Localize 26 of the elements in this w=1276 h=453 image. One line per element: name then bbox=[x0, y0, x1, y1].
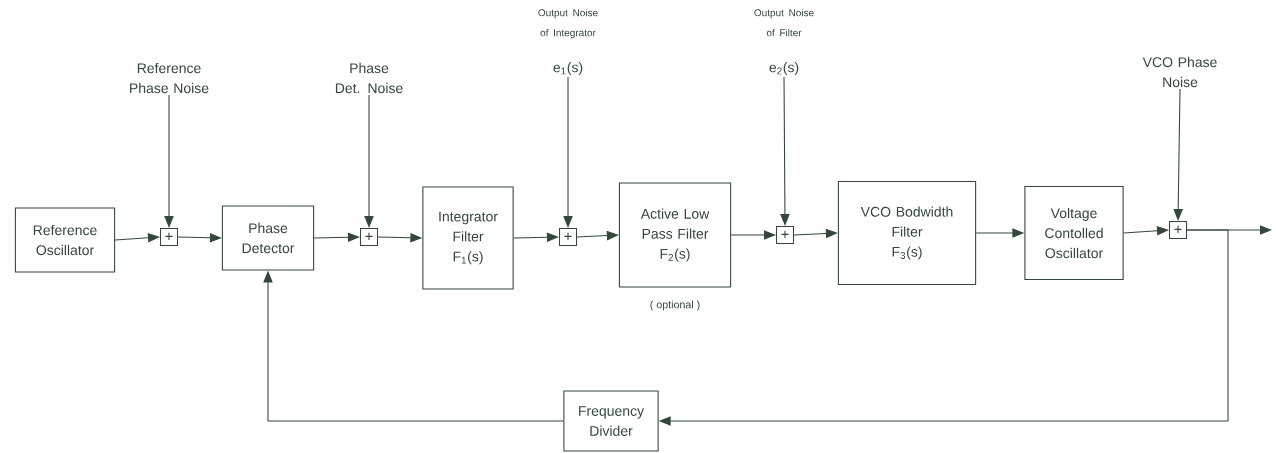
noise-label: Reference Phase Noise bbox=[130, 62, 209, 94]
summing-junction: + bbox=[1169, 220, 1188, 240]
block-box: Integrator Filter F$_{1}$(s) bbox=[422, 186, 514, 290]
noise-label: VCO Phase Noise bbox=[1142, 56, 1217, 88]
arrow bbox=[730, 230, 776, 240]
arrow bbox=[563, 76, 573, 228]
arrow bbox=[1123, 226, 1169, 236]
noise-label: Output Noise of Filter e$_{2}$(s) bbox=[754, 8, 814, 76]
arrow bbox=[364, 94, 374, 228]
arrow bbox=[780, 76, 790, 226]
noise-label: Output Noise of Integrator e$_{1}$(s) bbox=[538, 8, 598, 76]
block-box: Reference Oscillator bbox=[14, 207, 116, 273]
block-box: Voltage Contolled Oscillator bbox=[1024, 185, 1124, 281]
arrow bbox=[1173, 88, 1184, 221]
arrow bbox=[164, 94, 174, 228]
arrow bbox=[114, 233, 160, 243]
block-box: Frequency Divider bbox=[563, 390, 659, 452]
summing-junction: + bbox=[359, 227, 379, 247]
summing-junction: + bbox=[558, 227, 578, 247]
summing-junction: + bbox=[159, 227, 179, 247]
block-box: Active Low Pass Filter F$_{2}$(s) bbox=[618, 182, 732, 288]
block-box: VCO Bodwidth Filter F$_{3}$(s) bbox=[837, 180, 977, 286]
note-text: ( optional ) bbox=[650, 300, 700, 311]
block-box: Phase Detector bbox=[221, 205, 315, 271]
summing-junction: + bbox=[775, 225, 795, 245]
noise-label: Phase Det. Noise bbox=[335, 62, 403, 94]
